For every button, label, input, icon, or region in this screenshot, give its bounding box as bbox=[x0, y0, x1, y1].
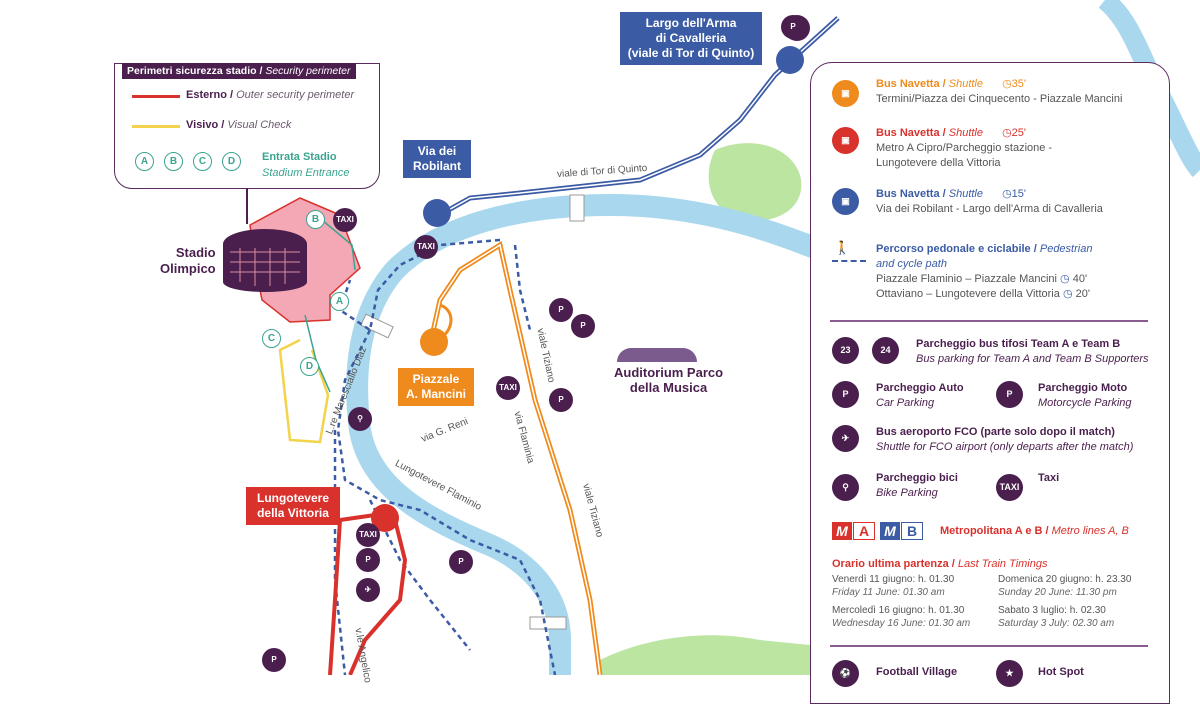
car-parking-icon: P bbox=[781, 15, 805, 39]
bus-parking-icon: 24 bbox=[872, 337, 899, 364]
bus-shuttle-icon: ▣ bbox=[832, 188, 859, 215]
entrance-b-icon: B bbox=[164, 152, 183, 171]
legend-bus1: Bus Navetta / Shuttle ◷35' Termini/Piazz… bbox=[876, 78, 1123, 105]
map-canvas bbox=[223, 0, 1200, 675]
visual-check-swatch bbox=[132, 125, 180, 128]
shuttle-stop-vittoria bbox=[371, 504, 399, 532]
bridge bbox=[360, 313, 394, 339]
entrance-d-icon: D bbox=[222, 152, 241, 171]
bus-parking-icon: P bbox=[449, 550, 473, 574]
metro-a-icon: M bbox=[832, 522, 852, 540]
football-village-icon: ⚽ bbox=[832, 660, 859, 687]
bike-parking-icon: ⚲ bbox=[348, 407, 372, 431]
piazzale-mancini-tag: Piazzale A. Mancini bbox=[398, 368, 474, 406]
largo-cavalleria-tag: Largo dell'Arma di Cavalleria (viale di … bbox=[620, 12, 762, 65]
gate-b-icon: B bbox=[306, 210, 325, 229]
legend-panel bbox=[810, 62, 1170, 704]
moto-parking-icon: P bbox=[549, 388, 573, 412]
auditorium-icon bbox=[617, 348, 697, 362]
entrance-c-icon: C bbox=[193, 152, 212, 171]
bike-parking-icon: ⚲ bbox=[832, 474, 859, 501]
legend-leader-line bbox=[246, 188, 248, 224]
legend-bus3: Bus Navetta / Shuttle ◷15' Via dei Robil… bbox=[876, 188, 1103, 215]
visual-check-label: Visivo / Visual Check bbox=[186, 119, 292, 131]
metro-b-letter: B bbox=[901, 522, 923, 540]
gate-a-icon: A bbox=[330, 292, 349, 311]
last-train-title: Orario ultima partenza / Last Train Timi… bbox=[832, 558, 1048, 570]
park-area bbox=[600, 635, 810, 675]
orange-shuttle-route-inner bbox=[429, 243, 601, 675]
bus-shuttle-icon: ▣ bbox=[832, 80, 859, 107]
fco-shuttle-icon: ✈ bbox=[356, 578, 380, 602]
entrance-a-icon: A bbox=[135, 152, 154, 171]
gate-d-icon: D bbox=[300, 357, 319, 376]
hot-spot-icon: ★ bbox=[996, 660, 1023, 687]
moto-parking-icon: P bbox=[356, 548, 380, 572]
bridge bbox=[529, 616, 567, 630]
taxi-icon: TAXI bbox=[414, 235, 438, 259]
bridge bbox=[569, 194, 585, 222]
legend-taxi: Taxi bbox=[1038, 472, 1060, 484]
outer-perimeter-label: Esterno / Outer security perimeter bbox=[186, 89, 355, 101]
legend-metro: Metropolitana A e B / Metro lines A, B bbox=[940, 525, 1129, 537]
clock-icon: ◷ bbox=[1062, 288, 1073, 300]
car-parking-icon: P bbox=[262, 648, 286, 672]
lungotevere-vittoria-tag: Lungotevere della Vittoria bbox=[246, 487, 340, 525]
taxi-icon: TAXI bbox=[496, 376, 520, 400]
legend-pedestrian: Percorso pedonale e ciclabile / Pedestri… bbox=[876, 243, 1093, 300]
clock-icon: ◷ bbox=[1002, 78, 1012, 90]
shuttle-stop-largo bbox=[776, 46, 804, 74]
legend-divider bbox=[830, 645, 1148, 647]
legend-football-village: Football Village bbox=[876, 666, 958, 678]
legend-bike: Parcheggio bici Bike Parking bbox=[876, 472, 958, 499]
metro-a-letter: A bbox=[853, 522, 875, 540]
stadium-icon bbox=[223, 229, 307, 292]
via-robilant-tag: Via dei Robilant bbox=[403, 140, 471, 178]
legend-car: Parcheggio Auto Car Parking bbox=[876, 382, 964, 409]
fco-shuttle-icon: ✈ bbox=[832, 425, 859, 452]
bus-shuttle-icon: ▣ bbox=[832, 127, 859, 154]
pedestrian-routes bbox=[333, 238, 557, 675]
park-area bbox=[708, 143, 802, 221]
stadio-olimpico-label: Stadio Olimpico bbox=[160, 245, 216, 276]
red-shuttle-route bbox=[328, 513, 408, 675]
bus-parking-icon: P bbox=[549, 298, 573, 322]
clock-icon: ◷ bbox=[1060, 273, 1070, 285]
clock-icon: ◷ bbox=[1002, 127, 1012, 139]
pedestrian-path-swatch bbox=[832, 260, 866, 262]
taxi-icon: TAXI bbox=[333, 208, 357, 232]
taxi-icon: TAXI bbox=[996, 474, 1023, 501]
car-parking-icon: P bbox=[832, 381, 859, 408]
visual-check-perimeter bbox=[278, 338, 330, 444]
gate-c-icon: C bbox=[262, 329, 281, 348]
clock-icon: ◷ bbox=[1002, 188, 1012, 200]
outer-perimeter-swatch bbox=[132, 95, 180, 98]
legend-bus2: Bus Navetta / Shuttle ◷25' Metro A Cipro… bbox=[876, 127, 1053, 169]
shuttle-stop-robilant bbox=[423, 199, 451, 227]
legend-divider bbox=[830, 320, 1148, 322]
metro-b-icon: M bbox=[880, 522, 900, 540]
shuttle-stop-mancini bbox=[420, 328, 448, 356]
legend-hot-spot: Hot Spot bbox=[1038, 666, 1084, 678]
legend-bus-fans: Parcheggio bus tifosi Team A e Team B Bu… bbox=[916, 338, 1149, 365]
legend-fco: Bus aeroporto FCO (parte solo dopo il ma… bbox=[876, 426, 1134, 453]
bus-parking-icon: 23 bbox=[832, 337, 859, 364]
taxi-icon: TAXI bbox=[356, 523, 380, 547]
car-parking-icon: P bbox=[571, 314, 595, 338]
security-legend-title: Perimetri sicurezza stadio / Security pe… bbox=[122, 63, 356, 79]
moto-parking-icon: P bbox=[996, 381, 1023, 408]
blue-shuttle-route-inner bbox=[444, 17, 839, 213]
pedestrian-bike-icon: 🚶 bbox=[834, 240, 851, 255]
auditorium-label: Auditorium Parco della Musica bbox=[614, 365, 724, 395]
legend-moto: Parcheggio Moto Motorcycle Parking bbox=[1038, 382, 1132, 409]
